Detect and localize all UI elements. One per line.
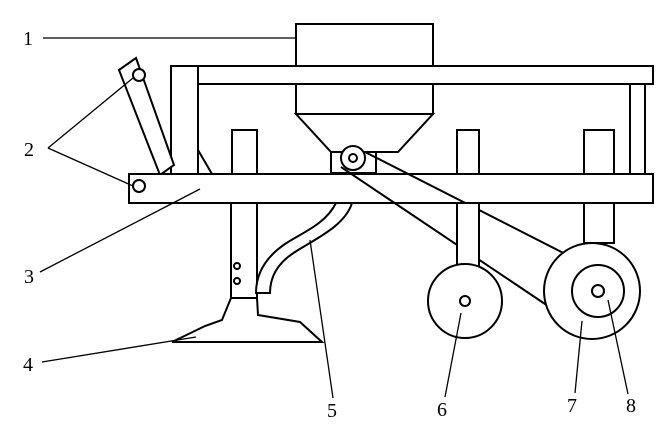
label-6: 6 [437,399,447,421]
furrow-opener [171,202,325,343]
label-3: 3 [24,266,34,288]
main-beam [128,173,654,204]
hitch-link [117,56,213,177]
seed-tube [254,202,354,294]
leader-lines [39,37,629,399]
seed-hopper [293,23,436,174]
label-7: 7 [567,395,577,417]
press-wheel [427,202,503,339]
label-2: 2 [24,139,34,161]
frame-posts [231,129,615,175]
label-5: 5 [327,400,337,422]
upper-frame [170,65,654,175]
label-8: 8 [626,395,636,417]
label-4: 4 [23,354,33,376]
label-1: 1 [23,28,33,50]
ground-wheel [543,202,641,340]
drive-sprocket [340,145,366,171]
